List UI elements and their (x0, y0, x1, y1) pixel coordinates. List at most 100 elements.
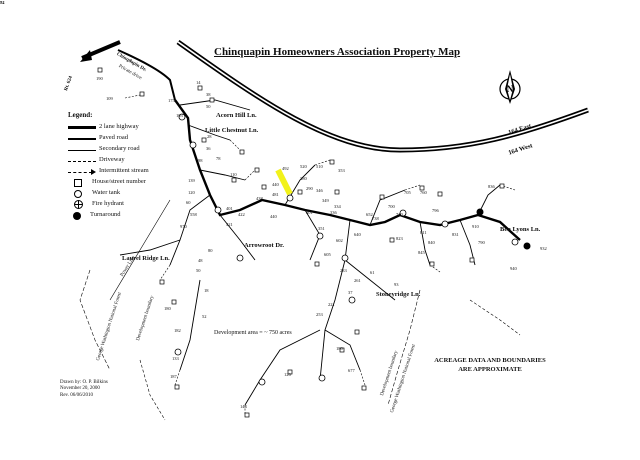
lot-number: 677 (348, 368, 355, 373)
lot-number: 796 (432, 208, 439, 213)
lot-number: 139 (188, 178, 195, 183)
credit-block: Drawn by: O. P. Bilkins November 20, 200… (60, 380, 108, 399)
lot-number: 640 (354, 232, 361, 237)
lot-number: 349 (322, 198, 329, 203)
lot-number: 970 (180, 224, 187, 229)
lot-number: 336 (330, 210, 337, 215)
lot-number: 233 (340, 268, 347, 273)
lot-number: 93 (394, 282, 399, 287)
lot-number: 60 (186, 200, 191, 205)
paved-road-line-icon (68, 135, 96, 143)
legend: Legend: 2 lane highway Paved road Second… (68, 112, 149, 221)
lot-number: 61 (370, 270, 375, 275)
lot-number: 187 (170, 374, 177, 379)
lot-number: 109 (106, 96, 113, 101)
lot-number: 700 (388, 204, 395, 209)
legend-item: 2 lane highway (68, 122, 149, 133)
lot-number: 705 (404, 190, 411, 195)
lot-number: 37 (348, 290, 353, 295)
lot-number: 261 (354, 278, 361, 283)
lot-number: 422 (238, 212, 245, 217)
boundary-left (79, 269, 111, 371)
turnaround-icon (73, 211, 81, 220)
lot-number: 845 (418, 250, 425, 255)
lot-number: 811 (420, 230, 427, 235)
lot-number: 940 (510, 266, 517, 271)
lot-number: 36 (206, 146, 211, 151)
legend-item: Paved road (68, 133, 149, 144)
ben-lyons-label: Ben Lyons Ln. (500, 226, 541, 233)
legend-item: Secondary road (68, 144, 149, 155)
lot-number: 120 (188, 190, 195, 195)
lot-number: 558 (190, 212, 197, 217)
driveways (124, 94, 516, 415)
legend-label: Turnaround (90, 211, 121, 219)
legend-item: Intermittent stream (68, 166, 149, 177)
lot-number: 738 (372, 216, 379, 221)
lot-number: 190 (96, 76, 103, 81)
house-markers (97, 67, 505, 418)
lot-number: 301 (306, 210, 313, 215)
lot-number: 48 (198, 258, 203, 263)
acreage-line1: ACREAGE DATA AND BOUNDARIES (434, 357, 546, 364)
lot-number: 605 (324, 252, 331, 257)
legend-label: Paved road (99, 134, 129, 142)
turnaround (476, 208, 484, 216)
lot-number: 253 (316, 312, 323, 317)
legend-label: Water tank (92, 189, 121, 197)
fire-hydrants (174, 113, 519, 386)
boundary-right (387, 289, 421, 406)
acreage-line2: ARE APPROXIMATE (458, 366, 522, 374)
little-chestnut-label: Little Chestnut Ln. (205, 127, 259, 134)
lot-number: 710 (396, 212, 403, 217)
lot-number: 290 (306, 186, 313, 191)
lot-number: 438 (256, 196, 263, 201)
lot-number: 351 (318, 226, 325, 231)
lot-number: 103 (176, 113, 183, 118)
lot-number: 790 (478, 240, 485, 245)
lot-number: 910 (472, 224, 479, 229)
chinquapin-dr (117, 49, 176, 101)
lot-number: 840 (428, 240, 435, 245)
lot-number: 50 (196, 268, 201, 273)
highlighted-lot (275, 168, 293, 196)
legend-item: House/street number (68, 177, 149, 188)
revision-date: Rev. 06/06/2010 (60, 392, 94, 398)
drawn-by: Drawn by: O. P. Bilkins (60, 380, 108, 385)
laurel-ridge-label: Laurel Ridge Ln. (122, 255, 170, 262)
fire-hydrant-icon (74, 200, 83, 209)
legend-item: Water tank (68, 188, 149, 199)
legend-label: Fire hydrant (92, 200, 124, 208)
legend-label: 2 lane highway (99, 123, 139, 131)
secondary-road-line-icon (68, 146, 96, 154)
lot-number: 133 (172, 356, 179, 361)
north-arrow-icon: N (499, 70, 521, 104)
development-area-note: Development area = ~ 750 acres (214, 330, 292, 336)
water-tank-icon (74, 189, 82, 198)
map-title: Chinquapin Homeowners Association Proper… (214, 46, 461, 58)
lot-number: 932 (540, 246, 547, 251)
lot-number: 353 (338, 168, 345, 173)
lot-number: 520 (300, 164, 307, 169)
house-square-icon (74, 178, 82, 187)
stream-right (469, 299, 521, 336)
acreage-note: ACREAGE DATA AND BOUNDARIES ARE APPROXIM… (415, 356, 565, 374)
lot-number: 182 (174, 328, 181, 333)
lot-number: 98 (198, 158, 203, 163)
lot-number: 346 (316, 188, 323, 193)
legend-item: Turnaround (68, 210, 149, 221)
lot-number: 510 (316, 164, 323, 169)
legend-item: Driveway (68, 155, 149, 166)
legend-label: Driveway (99, 156, 125, 164)
lot-number: 18 (204, 288, 209, 293)
highway-line-icon (68, 124, 96, 132)
lot-number: 836 (488, 184, 495, 189)
stream-arrow-icon (68, 168, 96, 176)
lot-number: 760 (420, 190, 427, 195)
drawn-date: November 20, 2000 (60, 386, 100, 392)
lot-number: 334 (334, 204, 341, 209)
lot-number: 50 (206, 104, 211, 109)
legend-label: Intermittent stream (99, 167, 149, 175)
lot-number: 180 (336, 346, 343, 351)
